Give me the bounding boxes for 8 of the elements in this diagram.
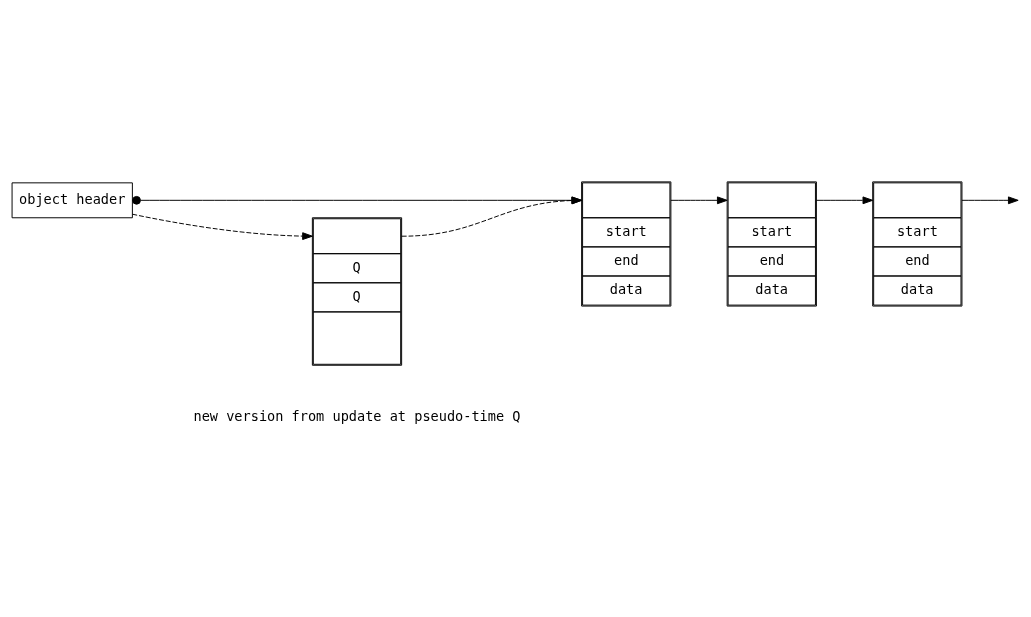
arrow xyxy=(670,196,728,205)
node-box: object header xyxy=(11,182,133,219)
arrow xyxy=(401,196,583,237)
arrow xyxy=(961,196,1019,205)
arrow xyxy=(815,196,874,205)
arrow xyxy=(132,213,313,240)
node-label: new version from update at pseudo-time Q xyxy=(193,408,521,425)
arrow xyxy=(132,195,583,205)
